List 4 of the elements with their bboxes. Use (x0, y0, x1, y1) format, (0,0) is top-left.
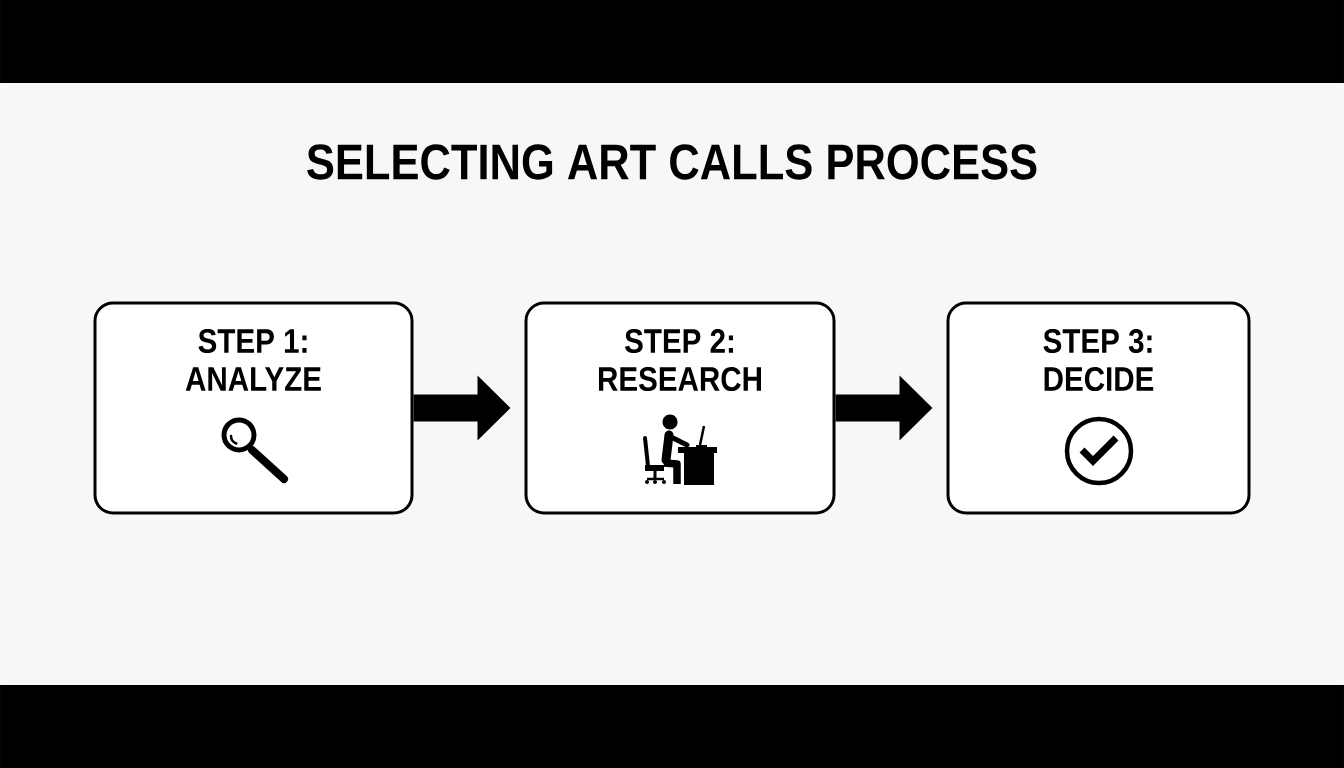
title: SELECTING ART CALLS PROCESS (307, 144, 1037, 180)
process-box: STEP 1: ANALYZE (93, 301, 414, 515)
process-box: STEP 3: DECIDE (946, 301, 1251, 515)
process-box: STEP 2: RESEARCH (524, 301, 836, 515)
